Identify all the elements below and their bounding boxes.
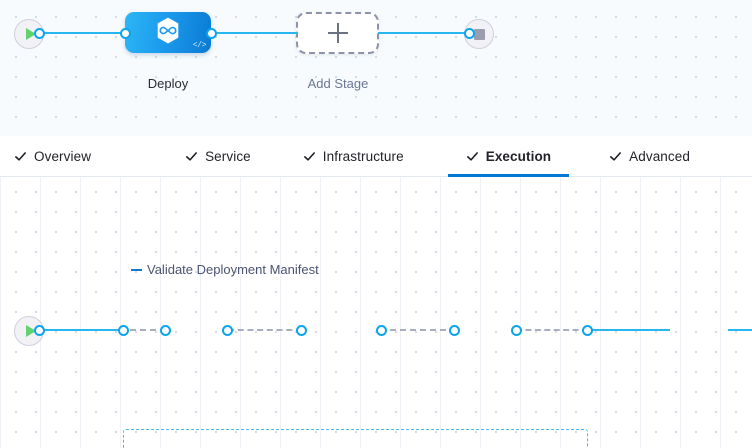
plus-icon <box>327 23 348 43</box>
tab-advanced[interactable]: Advanced <box>609 136 690 177</box>
add-stage-label: Add Stage <box>307 76 369 91</box>
tab-label-execution: Execution <box>485 148 552 164</box>
tab-label-overview: Overview <box>34 148 92 164</box>
step-group-label: Validate Deployment Manifest <box>147 262 319 277</box>
stop-icon <box>473 28 485 40</box>
add-stage-button[interactable] <box>296 12 379 54</box>
exec-connector-dot-approve-in[interactable] <box>296 324 307 336</box>
stage-label-deploy: Deploy <box>147 76 189 91</box>
exec-connector-dot-rolling-in[interactable] <box>449 324 460 336</box>
stage-connector-dot-end[interactable] <box>464 27 475 39</box>
exec-link-group-to-dryrun <box>130 329 166 331</box>
stage-connector-dot-deploy-in[interactable] <box>120 27 131 39</box>
pipeline-start-node[interactable] <box>14 19 44 49</box>
exec-link-start-to-group <box>36 329 126 331</box>
exec-connector-dot-dryrun-out[interactable] <box>222 324 233 336</box>
stage-connector-dot-start[interactable] <box>34 27 45 39</box>
exec-connector-dot-group-in[interactable] <box>118 324 129 336</box>
exec-link-rolling-to-groupend <box>516 329 588 331</box>
exec-connector-dot-start[interactable] <box>34 324 45 336</box>
exec-connector-dot-approve-out[interactable] <box>376 324 387 336</box>
check-icon <box>14 150 27 163</box>
stage-link-deploy-to-addstage <box>208 32 298 34</box>
stage-link-addstage-to-end <box>378 32 470 34</box>
check-icon <box>185 150 198 163</box>
harness-infinity-hexagon-icon <box>153 15 183 50</box>
exec-link-dryrun-to-approve <box>228 329 302 331</box>
tab-service[interactable]: Service <box>185 136 251 177</box>
exec-link-groupend-to-addstep <box>586 329 670 331</box>
tab-execution[interactable]: Execution <box>447 136 570 177</box>
pipeline-stage-canvas[interactable]: </> Deploy Add Stage <box>0 0 752 136</box>
stage-link-start-to-deploy <box>36 32 140 34</box>
exec-link-addstep-to-right <box>728 329 752 331</box>
tab-label-advanced: Advanced <box>629 148 690 164</box>
check-icon <box>609 150 622 163</box>
tab-overview[interactable]: Overview <box>14 136 91 177</box>
stage-node-deploy[interactable]: </> <box>125 12 211 53</box>
step-group-header[interactable]: Validate Deployment Manifest <box>131 262 319 277</box>
exec-link-approve-to-rolling <box>380 329 456 331</box>
step-group-validate-deployment-manifest[interactable] <box>123 429 588 448</box>
check-icon <box>466 150 479 163</box>
check-icon <box>303 150 316 163</box>
exec-connector-dot-group-out[interactable] <box>582 324 593 336</box>
exec-connector-dot-rolling-out[interactable] <box>511 324 522 336</box>
stage-connector-dot-deploy-out[interactable] <box>206 27 217 39</box>
minus-icon[interactable] <box>131 268 142 271</box>
play-icon <box>25 28 36 40</box>
tab-label-service: Service <box>205 148 251 164</box>
stage-code-badge: </> <box>192 41 207 50</box>
tab-label-infrastructure: Infrastructure <box>322 148 404 164</box>
tab-infrastructure[interactable]: Infrastructure <box>303 136 404 177</box>
stage-config-tab-bar: Overview Service Infrastructure Executio… <box>0 136 752 177</box>
play-icon <box>25 325 36 337</box>
exec-connector-dot-dryrun-in[interactable] <box>160 324 171 336</box>
execution-steps-canvas[interactable]: Validate Deployment Manifest </> Dry Run <box>0 177 752 448</box>
